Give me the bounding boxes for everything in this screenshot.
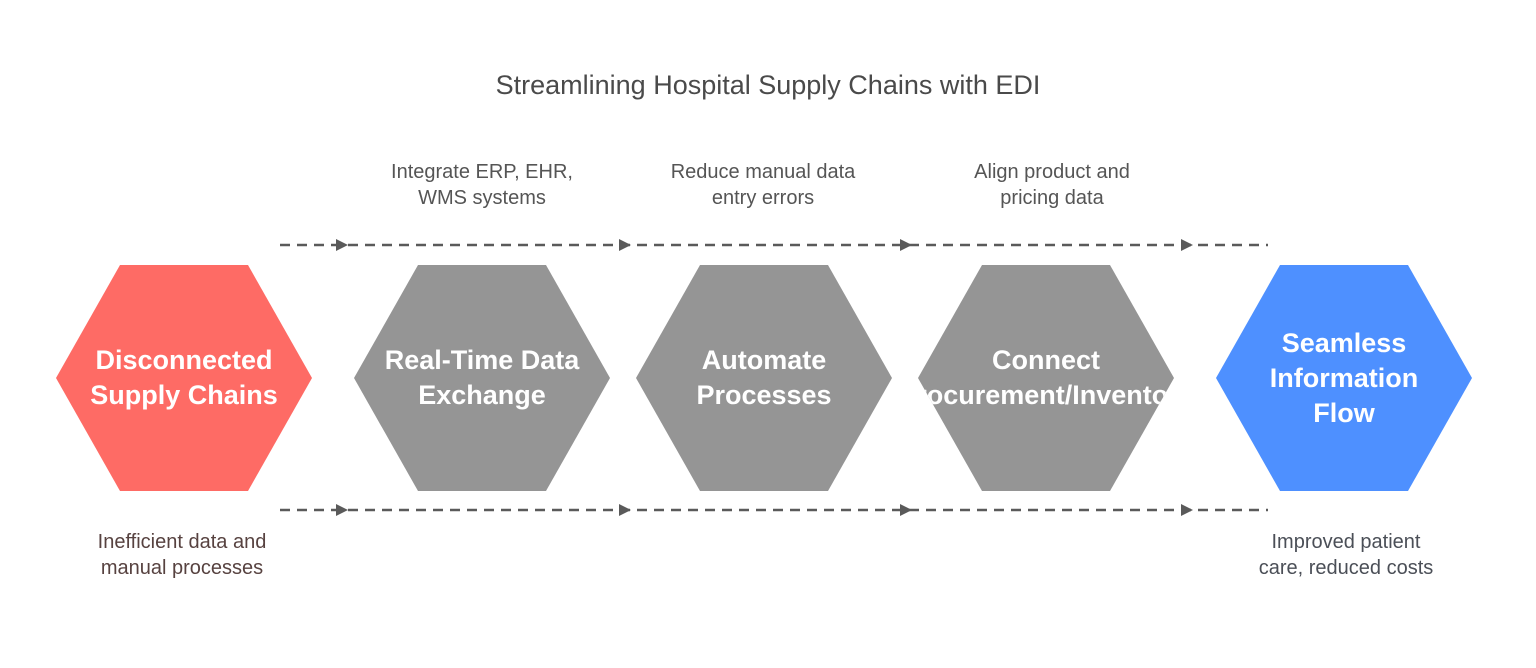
step-2-hexagon: Automate Processes [636, 265, 892, 491]
step-2-label: Automate Processes [696, 345, 832, 410]
start-node-label: Disconnected Supply Chains [90, 345, 278, 410]
top-arrow-3 [900, 239, 912, 251]
bottom-arrow-2 [619, 504, 631, 516]
end-node-label: Seamless Information Flow [1269, 327, 1419, 428]
step-1-label: Real-Time Data Exchange [384, 345, 580, 410]
step-3-label: Connect Procurement/Inventory [918, 345, 1174, 410]
bottom-arrow-1 [336, 504, 348, 516]
step-1-caption: Integrate ERP, EHR, WMS systems [391, 161, 573, 209]
start-node-caption: Inefficient data and manual processes [97, 531, 267, 579]
step-3-caption: Align product and pricing data [974, 161, 1130, 209]
top-arrow-1 [336, 239, 348, 251]
end-node-caption: Improved patient care, reduced costs [1258, 531, 1434, 579]
step-2-caption: Reduce manual data entry errors [670, 161, 856, 209]
bottom-arrow-3 [900, 504, 912, 516]
top-arrow-2 [619, 239, 631, 251]
diagram-title: Streamlining Hospital Supply Chains with… [495, 70, 1041, 100]
top-arrow-4 [1181, 239, 1193, 251]
bottom-arrow-4 [1181, 504, 1193, 516]
